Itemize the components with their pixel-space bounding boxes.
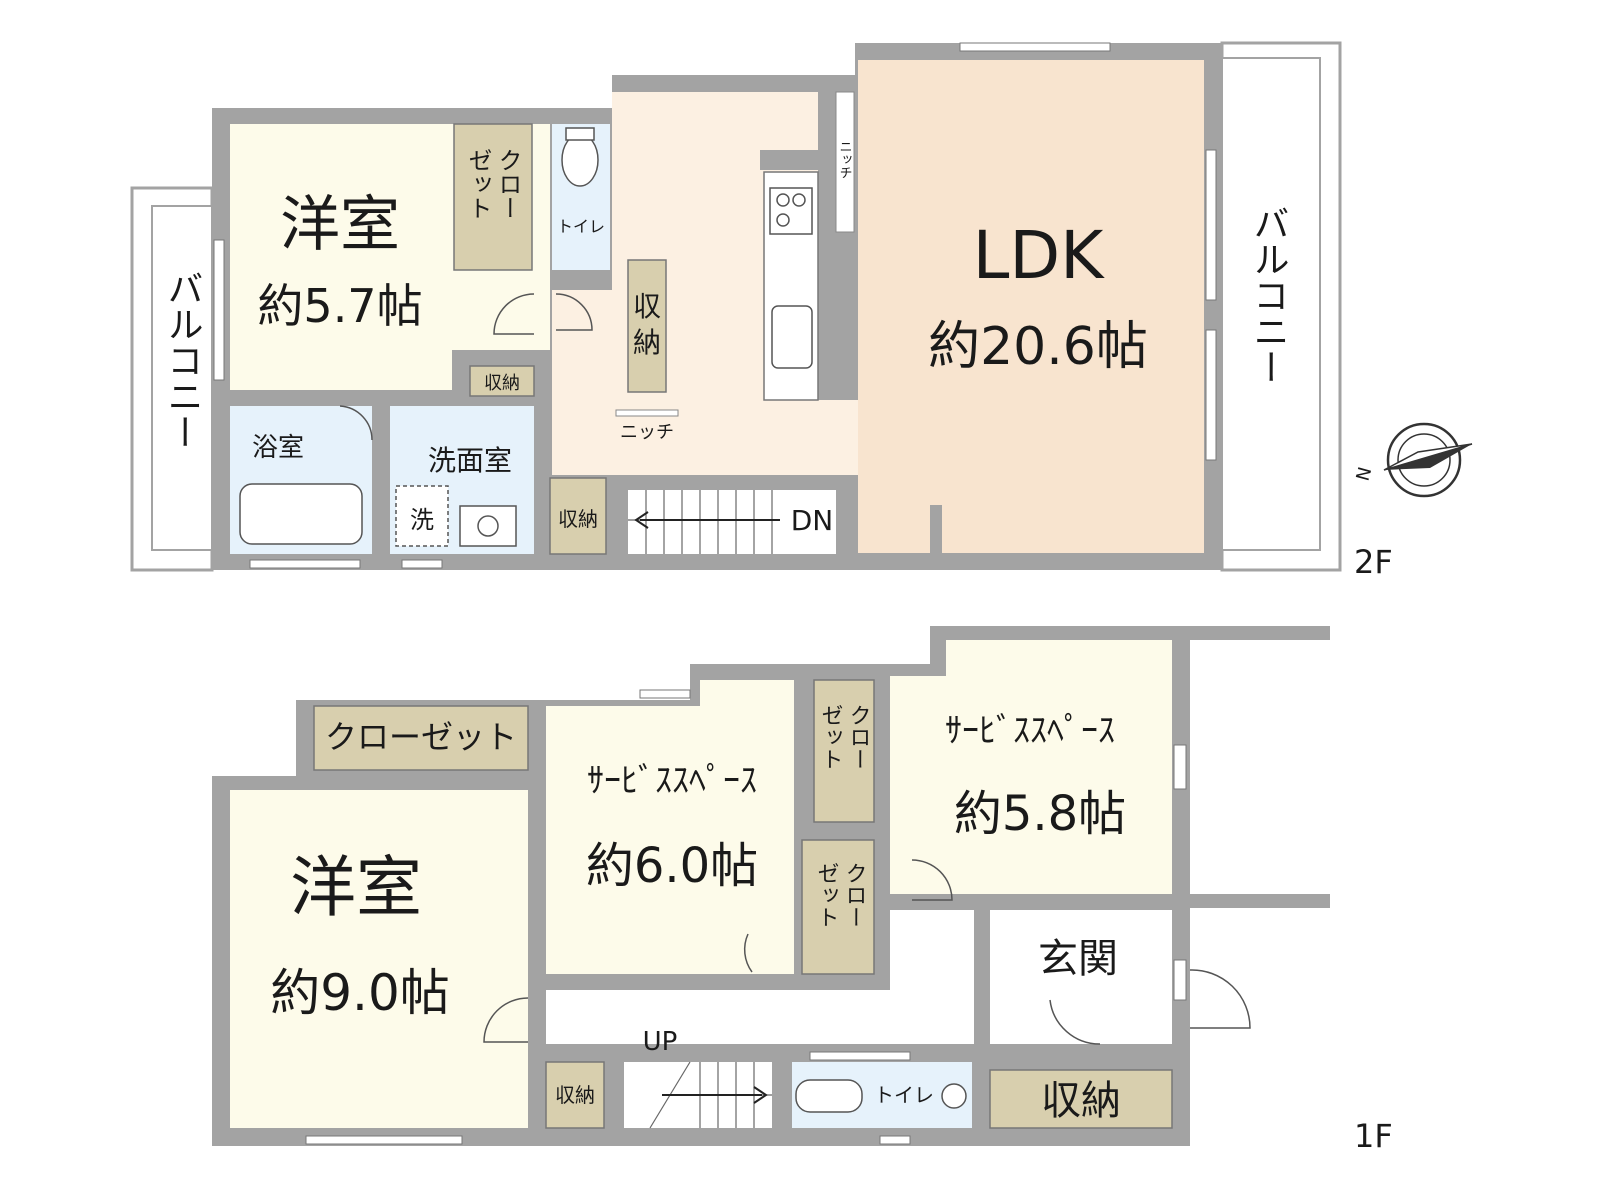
storage-kitchen-label-line2: 納 — [633, 326, 661, 359]
niche-ldk-2f — [835, 91, 855, 233]
door-swing — [911, 859, 953, 901]
entrance-1f — [990, 910, 1172, 1044]
toilet-icon — [561, 133, 599, 187]
toilet-label-2f: トイレ — [557, 217, 605, 236]
room-name-service-b: ｻｰﾋﾞｽｽﾍﾟｰｽ — [945, 711, 1115, 751]
room-ldk-2f — [858, 60, 1204, 553]
closet-b-1f — [801, 839, 875, 975]
room-name-western-1f: 洋室 — [290, 849, 422, 926]
room-size-ldk: 約20.6帖 — [928, 317, 1148, 377]
service-space-a — [546, 706, 794, 974]
room-western-2f — [230, 124, 452, 390]
room-name-ldk: LDK — [973, 217, 1106, 294]
stair-arrow-icon — [634, 511, 780, 529]
windows-1f — [305, 689, 1187, 1145]
closet-label-line1: クロー — [494, 148, 522, 220]
closet-a-1f — [813, 679, 875, 823]
niche-ldk-label: ニッチ — [837, 140, 852, 179]
door-swing — [743, 933, 753, 973]
bathroom-label: 浴室 — [252, 433, 304, 463]
storage-small-2f — [469, 365, 535, 397]
room-size-western-2f: 約5.7帖 — [257, 279, 422, 333]
closet-b-label-line1: クロー — [842, 862, 867, 928]
windows-2f — [213, 42, 1217, 569]
washbasin-icon — [459, 505, 517, 547]
balcony-left-label: バルコニー — [162, 270, 203, 450]
floor-label-2f: 2F — [1354, 543, 1393, 581]
closet-a-label-line2: ゼット — [818, 704, 843, 770]
compass-icon — [1383, 422, 1473, 498]
stair-arrow-icon — [662, 1086, 768, 1104]
room-size-service-a: 約6.0帖 — [586, 838, 758, 894]
stair-direction-1f: UP — [643, 1027, 678, 1057]
handwash-icon — [941, 1083, 967, 1109]
toilet-label-1f: トイレ — [874, 1083, 934, 1107]
floor-label-1f: 1F — [1354, 1117, 1393, 1155]
closet-label-line2: ゼット — [464, 148, 492, 220]
washroom-label: 洗面室 — [428, 444, 512, 477]
stairs-2f — [628, 490, 836, 554]
bathtub-icon — [239, 483, 363, 545]
floor-1f — [212, 626, 1330, 1146]
room-name-western-2f: 洋室 — [280, 190, 400, 260]
room-name-service-a: ｻｰﾋﾞｽｽﾍﾟｰｽ — [587, 761, 757, 801]
closet-a-label-line1: クロー — [846, 704, 871, 770]
storage-stair-label-2f: 収納 — [558, 507, 598, 531]
closet-top-1f — [313, 705, 529, 771]
entrance-label: 玄関 — [1038, 936, 1118, 982]
closet-top-label-1f: クローゼット — [325, 718, 517, 756]
storage-kitchen-label-line1: 収 — [633, 290, 661, 323]
room-size-western-1f: 約9.0帖 — [270, 964, 450, 1022]
closet-2f — [453, 123, 533, 271]
floor-2f — [130, 41, 1342, 572]
toilet-icon — [795, 1079, 863, 1113]
room-western-1f — [230, 790, 528, 1128]
door-swing — [555, 293, 593, 331]
door-swing — [1049, 999, 1101, 1045]
storage-stair-label-1f: 収納 — [555, 1083, 595, 1107]
compass-north-label: N — [1353, 465, 1377, 483]
storage-stair-2f — [549, 477, 607, 555]
stair-direction-2f: DN — [791, 504, 834, 537]
storage-large-label-1f: 収納 — [1041, 1078, 1121, 1124]
storage-stair-1f — [545, 1061, 605, 1129]
door-swing — [493, 293, 535, 335]
service-space-b — [890, 676, 1172, 894]
niche-hall-label: ニッチ — [620, 422, 674, 443]
niche-hall-2f — [615, 409, 679, 417]
washer-spot — [395, 485, 449, 547]
closet-b-label-line2: ゼット — [814, 862, 839, 928]
storage-kitchen-2f — [627, 259, 667, 393]
door-swing — [339, 405, 373, 441]
room-size-service-b: 約5.8帖 — [954, 786, 1126, 842]
stove-icon — [769, 187, 813, 235]
balcony-right-label: バルコニー — [1248, 205, 1289, 385]
door-swing — [1189, 969, 1251, 1029]
storage-small-label-2f: 収納 — [484, 373, 520, 394]
storage-large-1f — [989, 1069, 1173, 1129]
washer-label: 洗 — [410, 506, 434, 534]
sink-icon — [771, 305, 813, 369]
door-swing — [483, 997, 529, 1043]
